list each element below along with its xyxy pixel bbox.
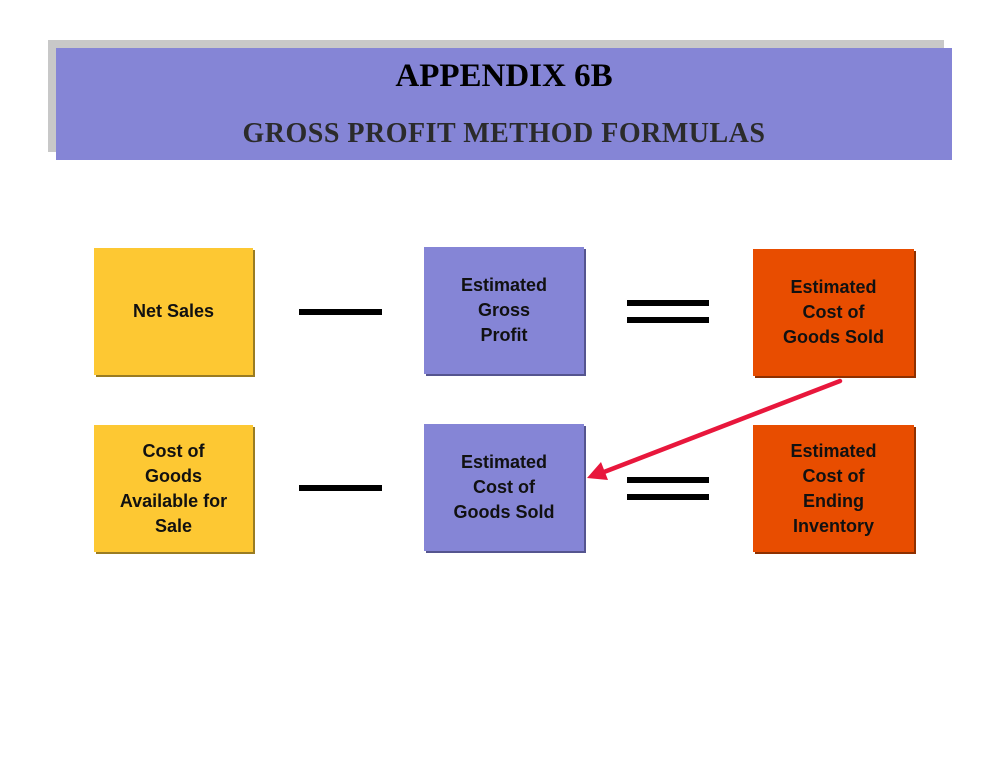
- estimated-gross-profit-box: Estimated Gross Profit: [424, 247, 584, 374]
- slide-title: APPENDIX 6B: [395, 58, 613, 94]
- estimated-cogs-result-box: Estimated Cost of Goods Sold: [753, 249, 914, 376]
- equals-sign-2-top: [627, 477, 709, 483]
- transfer-arrow-head: [587, 462, 608, 480]
- equals-sign-2-bottom: [627, 494, 709, 500]
- slide-subtitle: GROSS PROFIT METHOD FORMULAS: [242, 118, 766, 149]
- equals-sign-1-top: [627, 300, 709, 306]
- title-banner: APPENDIX 6B GROSS PROFIT METHOD FORMULAS: [56, 48, 952, 160]
- minus-sign-1: [299, 309, 382, 315]
- equals-sign-1-bottom: [627, 317, 709, 323]
- cost-of-goods-available-box: Cost of Goods Available for Sale: [94, 425, 253, 552]
- estimated-cogs-term-box: Estimated Cost of Goods Sold: [424, 424, 584, 551]
- minus-sign-2: [299, 485, 382, 491]
- estimated-ending-inventory-box: Estimated Cost of Ending Inventory: [753, 425, 914, 552]
- net-sales-box: Net Sales: [94, 248, 253, 375]
